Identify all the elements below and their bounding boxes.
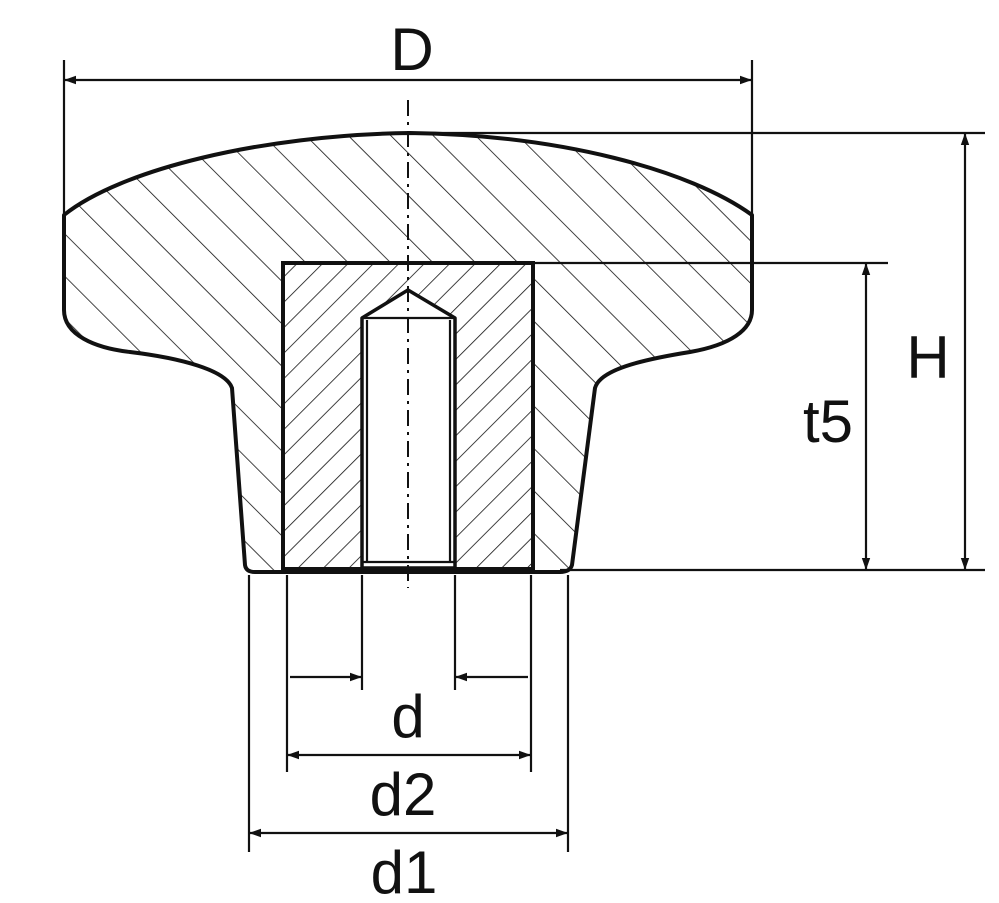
- label-d2: d2: [370, 761, 437, 828]
- label-d1: d1: [371, 839, 438, 903]
- label-d: d: [391, 683, 424, 750]
- threaded-bore: [360, 288, 457, 570]
- label-D: D: [390, 16, 433, 83]
- label-t5: t5: [803, 388, 853, 455]
- label-H: H: [906, 324, 949, 391]
